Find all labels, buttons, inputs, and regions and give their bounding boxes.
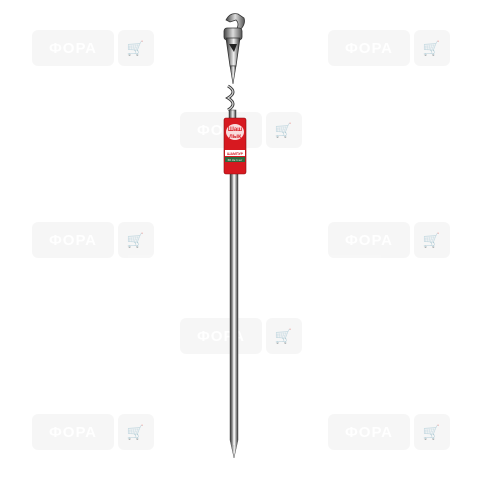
- watermark-logo: ФОРА: [32, 414, 114, 450]
- watermark: ФОРА 🛒: [328, 30, 450, 66]
- shopping-basket-icon: 🛒: [118, 30, 154, 66]
- skewer-handle: [223, 13, 245, 129]
- shopping-basket-icon: 🛒: [118, 414, 154, 450]
- product-tag: Шаш лык ШАМПУР 60 см 1 шт: [223, 117, 247, 175]
- svg-text:60 см 1 шт: 60 см 1 шт: [228, 158, 243, 162]
- shopping-basket-icon: 🛒: [118, 222, 154, 258]
- shopping-basket-icon: 🛒: [266, 318, 302, 354]
- watermark: ФОРА 🛒: [32, 414, 154, 450]
- skewer-blade: [229, 127, 239, 459]
- shopping-basket-icon: 🛒: [414, 222, 450, 258]
- watermark-logo: ФОРА: [32, 222, 114, 258]
- watermark-logo: ФОРА: [328, 222, 410, 258]
- shopping-basket-icon: 🛒: [414, 414, 450, 450]
- watermark-logo: ФОРА: [328, 30, 410, 66]
- svg-text:лык: лык: [229, 134, 241, 140]
- watermark-logo: ФОРА: [32, 30, 114, 66]
- shopping-basket-icon: 🛒: [266, 112, 302, 148]
- watermark: ФОРА 🛒: [32, 30, 154, 66]
- watermark: ФОРА 🛒: [32, 222, 154, 258]
- svg-text:Шаш: Шаш: [228, 127, 242, 133]
- watermark: ФОРА 🛒: [328, 414, 450, 450]
- watermark: ФОРА 🛒: [328, 222, 450, 258]
- shopping-basket-icon: 🛒: [414, 30, 450, 66]
- svg-text:ШАМПУР: ШАМПУР: [227, 152, 244, 156]
- watermark-logo: ФОРА: [328, 414, 410, 450]
